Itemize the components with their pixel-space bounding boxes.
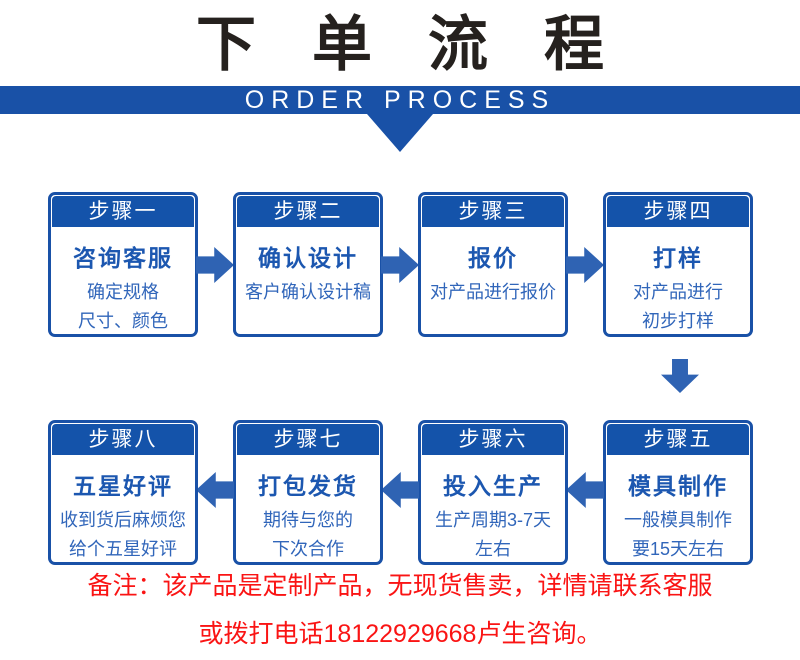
step-card-5: 步骤五 模具制作 一般模具制作 要15天左右	[603, 420, 753, 565]
step-title: 咨询客服	[73, 245, 173, 271]
step-card-2: 步骤二 确认设计 客户确认设计稿	[233, 192, 383, 337]
arrow-right-icon	[381, 247, 419, 283]
step-detail: 期待与您的	[263, 510, 353, 530]
step-title: 报价	[468, 245, 518, 271]
arrow-left-icon	[196, 472, 234, 508]
step-card-3: 步骤三 报价 对产品进行报价	[418, 192, 568, 337]
arrow-right-icon	[566, 247, 604, 283]
step-detail: 对产品进行	[633, 282, 723, 302]
step-label: 步骤一	[52, 196, 194, 227]
step-label: 步骤六	[422, 424, 564, 455]
step-label: 步骤八	[52, 424, 194, 455]
step-card-8: 步骤八 五星好评 收到货后麻烦您 给个五星好评	[48, 420, 198, 565]
step-card-7: 步骤七 打包发货 期待与您的 下次合作	[233, 420, 383, 565]
step-detail: 下次合作	[272, 539, 344, 559]
step-title: 投入生产	[443, 473, 543, 499]
step-detail: 初步打样	[642, 311, 714, 331]
step-card-4: 步骤四 打样 对产品进行 初步打样	[603, 192, 753, 337]
step-title: 打样	[653, 245, 703, 271]
step-detail: 一般模具制作	[624, 510, 732, 530]
step-detail: 生产周期3-7天	[434, 510, 551, 530]
banner-pointer-icon	[367, 114, 433, 152]
step-title: 模具制作	[628, 473, 728, 499]
step-title: 五星好评	[73, 473, 173, 499]
step-label: 步骤四	[607, 196, 749, 227]
step-detail: 尺寸、颜色	[78, 311, 168, 331]
note-line-1: 备注：该产品是定制产品，无现货售卖，详情请联系客服	[87, 572, 713, 600]
banner-subtitle: ORDER PROCESS	[0, 86, 800, 114]
step-title: 确认设计	[258, 245, 358, 271]
note-line-2: 或拨打电话18122929668卢生咨询。	[198, 620, 602, 648]
arrow-left-icon	[566, 472, 604, 508]
step-title: 打包发货	[258, 473, 358, 499]
step-card-6: 步骤六 投入生产 生产周期3-7天 左右	[418, 420, 568, 565]
step-detail: 左右	[475, 539, 511, 559]
step-detail: 对产品进行报价	[430, 282, 556, 302]
arrow-left-icon	[381, 472, 419, 508]
step-label: 步骤三	[422, 196, 564, 227]
step-detail: 客户确认设计稿	[245, 282, 371, 302]
step-label: 步骤二	[237, 196, 379, 227]
arrow-down-icon	[661, 359, 699, 393]
step-detail: 给个五星好评	[69, 539, 177, 559]
arrow-right-icon	[196, 247, 234, 283]
step-label: 步骤七	[237, 424, 379, 455]
page-title: 下单流程	[196, 11, 660, 78]
step-detail: 收到货后麻烦您	[60, 510, 186, 530]
step-detail: 要15天左右	[631, 539, 725, 559]
step-card-1: 步骤一 咨询客服 确定规格 尺寸、颜色	[48, 192, 198, 337]
step-detail: 确定规格	[87, 282, 159, 302]
step-label: 步骤五	[607, 424, 749, 455]
